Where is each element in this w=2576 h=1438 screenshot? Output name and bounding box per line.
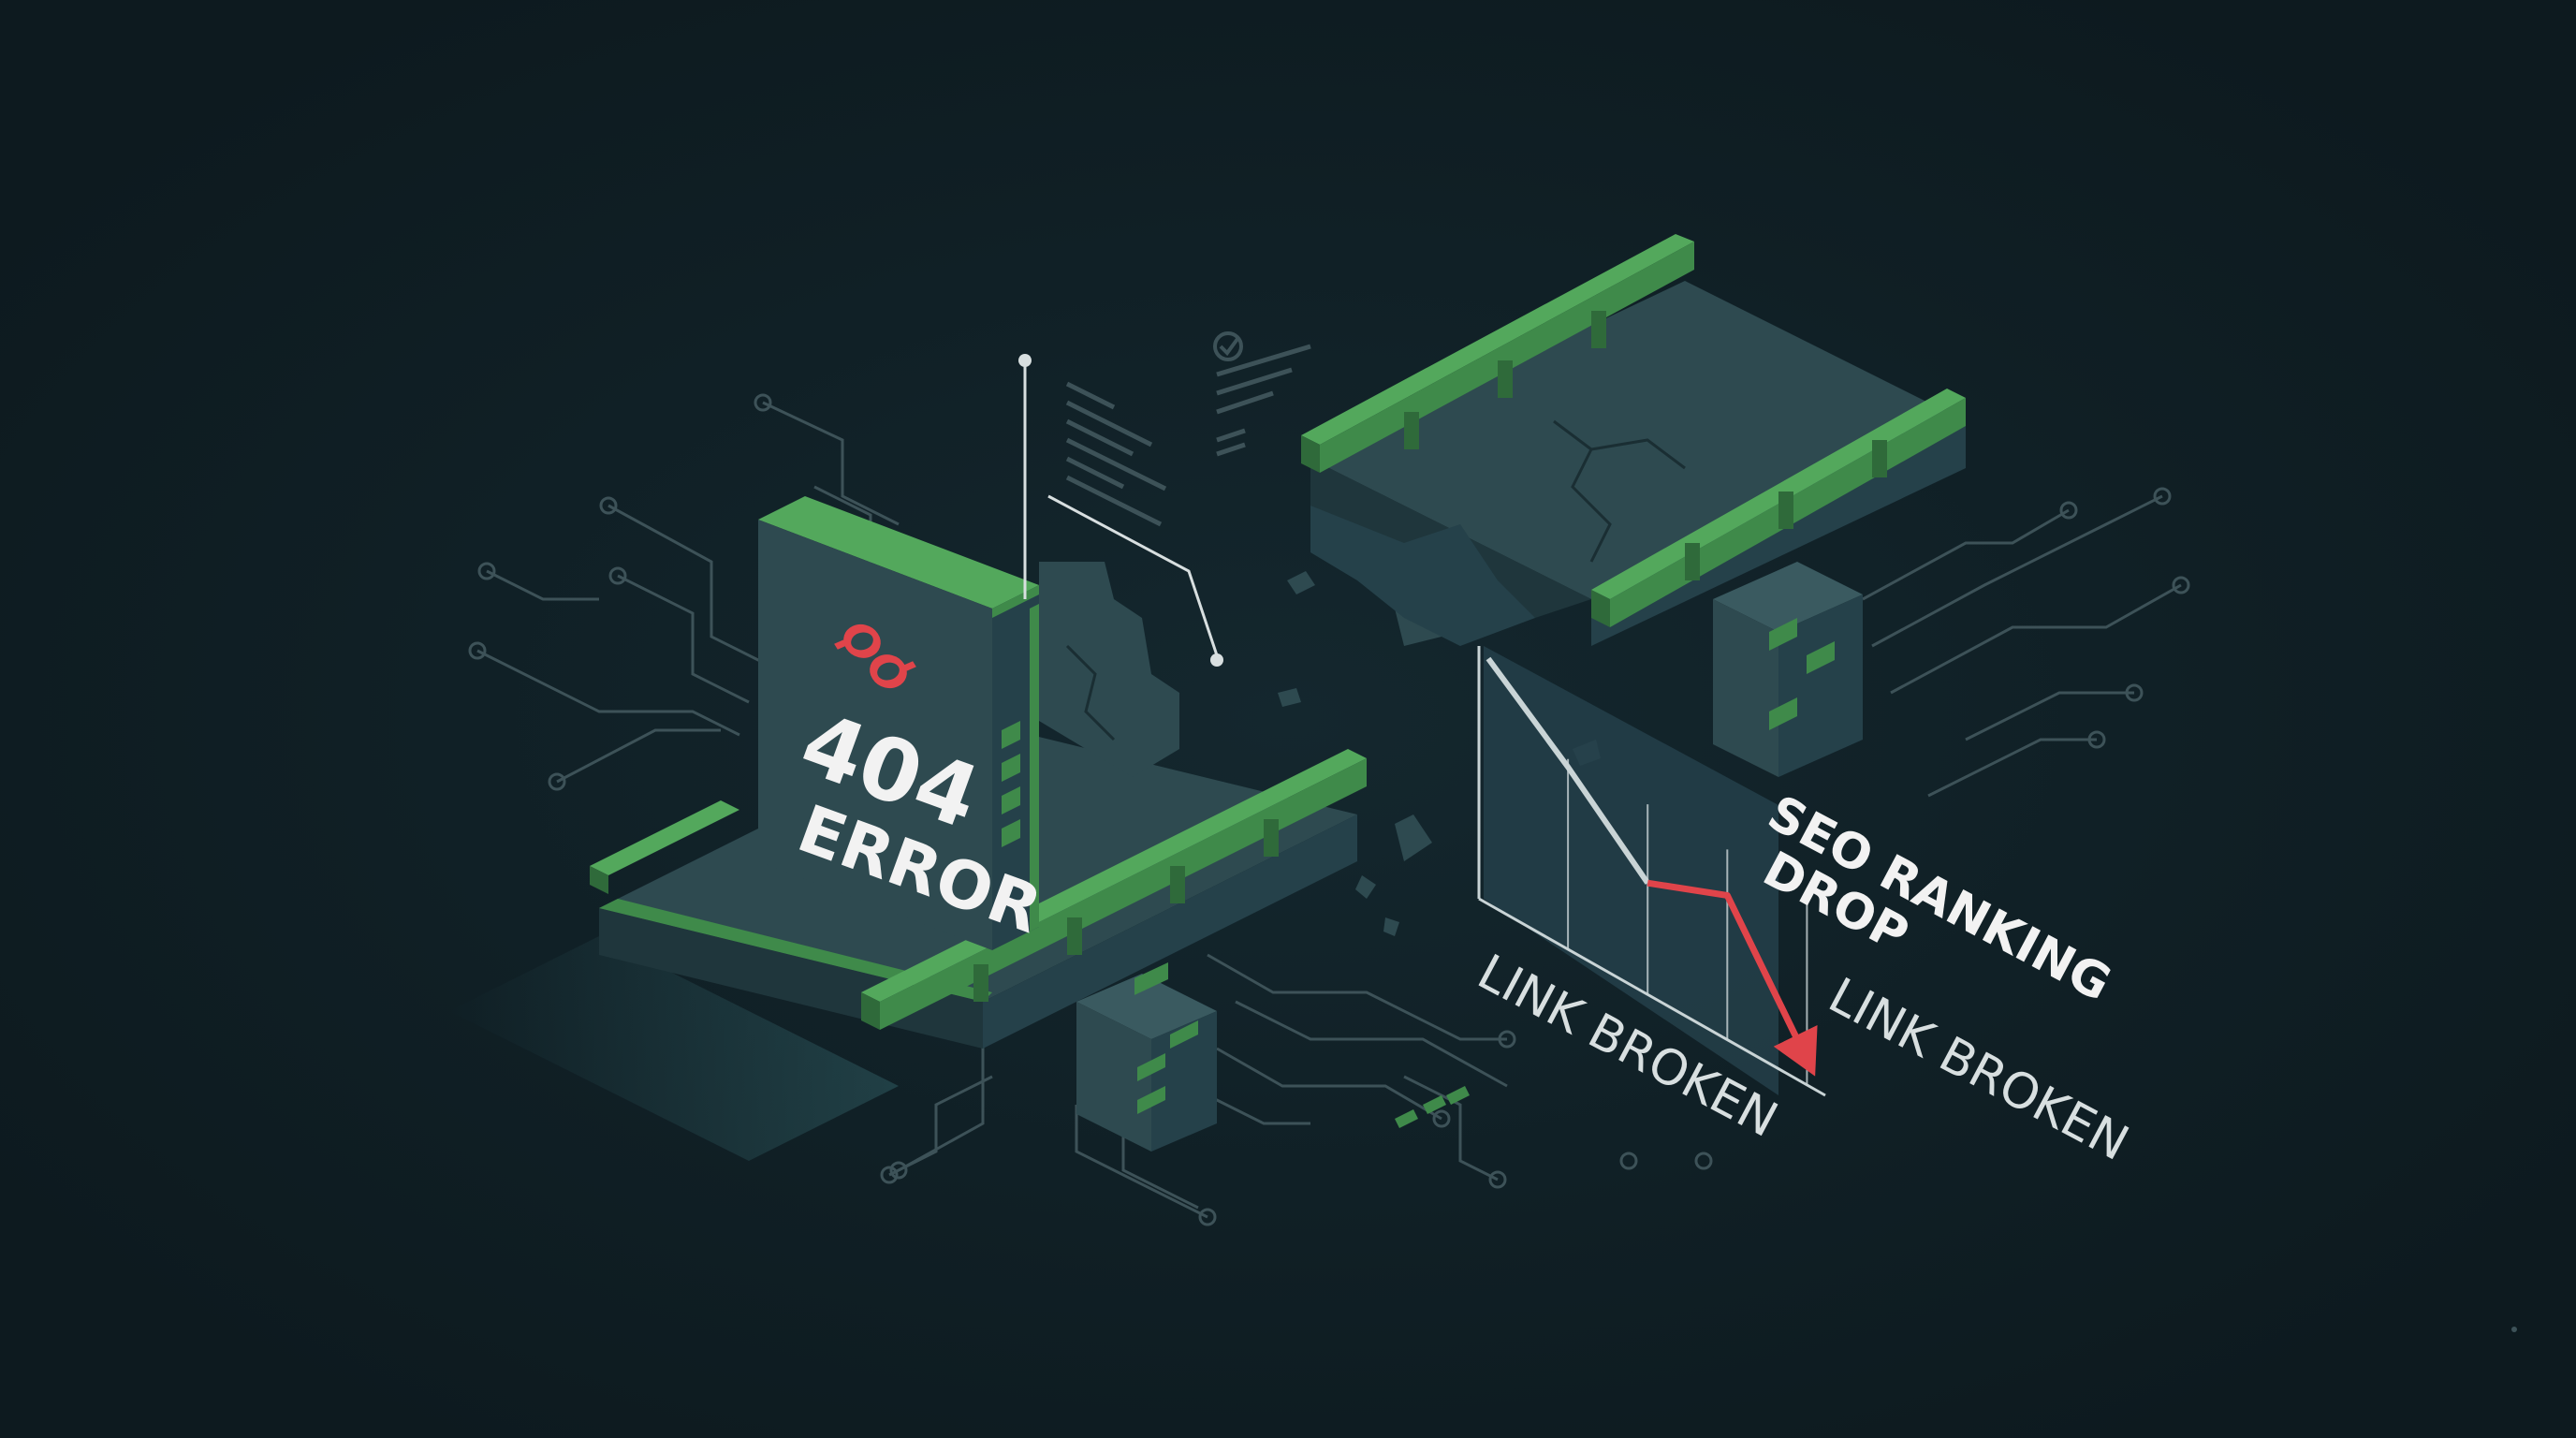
ranking-chart [1477,646,1826,1097]
chart-series-drop [1647,879,1810,1062]
light-beam [449,936,899,1161]
right-bridge [1301,234,1966,777]
green-fragments [1395,1086,1470,1128]
chart-series-line [1486,656,1650,885]
annotation-dot [1018,354,1032,367]
annotation-lines [1023,360,1219,656]
code-lines [1065,344,1311,527]
chart-panel [1484,646,1778,1095]
corner-dot [2511,1327,2517,1332]
trace-endpoints [468,393,2190,1226]
chart-x-axis [1478,897,1826,1097]
checkmark-icon [1213,331,1243,361]
chart-gridlines [1567,758,1808,1085]
broken-link-icon [834,624,916,689]
chart-drop-arrow [1773,1025,1818,1077]
error-sign [758,496,1039,950]
annotation-dot [1210,653,1223,667]
